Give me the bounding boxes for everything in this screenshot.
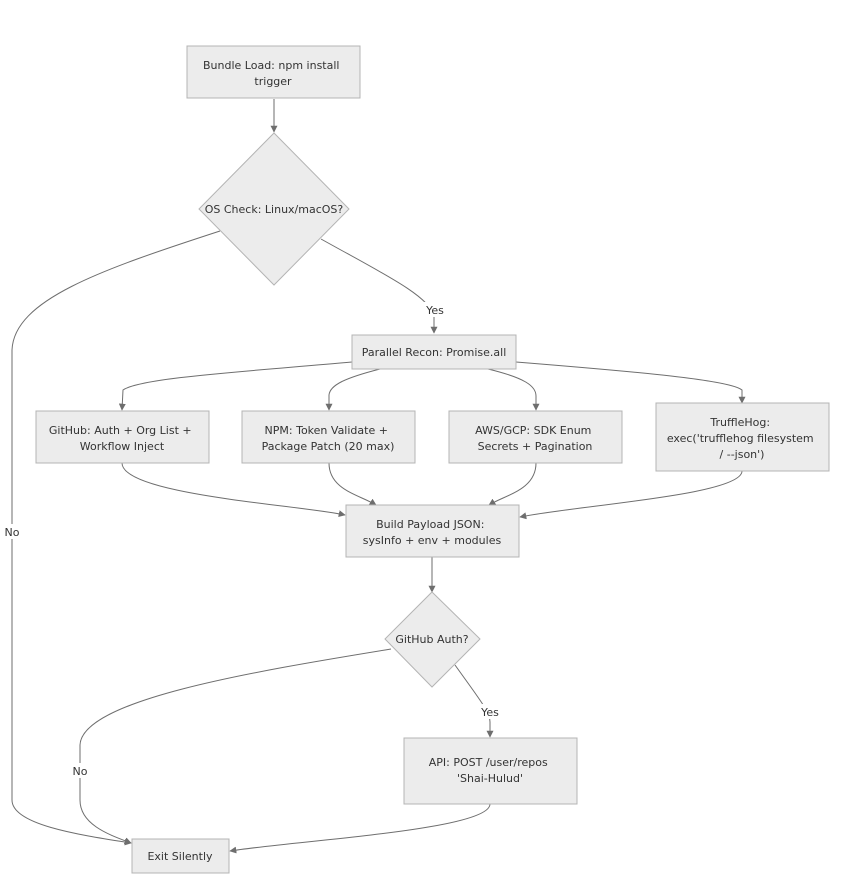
os-check-label: OS Check: Linux/macOS? [205,203,344,216]
node-api-post: API: POST /user/repos 'Shai-Hulud' [403,737,578,805]
node-npm: NPM: Token Validate + Package Patch (20 … [241,410,416,464]
svg-text:GitHub Auth?: GitHub Auth? [395,633,468,646]
svg-text:API: POST /user/repos 'S: API: POST /user/repos 'Shai-Hulud' [429,756,552,785]
bundle-load-line-1: Bundle Load: npm install [203,59,339,72]
edge-oscheck-to-recon [320,238,438,334]
node-github-auth: GitHub Auth? [384,591,481,688]
edge-recon-to-github [118,361,353,411]
aws-gcp-line-1: AWS/GCP: SDK Enum [475,424,591,437]
node-build-payload: Build Payload JSON: sysInfo + env + modu… [345,504,520,558]
edge-oscheck-to-exit [11,230,221,846]
edge-trufflehog-to-payload [519,470,743,520]
edge-label-os-no: No [3,524,21,539]
svg-text:GitHub: Auth + Org List +: GitHub: Auth + Org List + Workflow Injec… [49,424,195,453]
parallel-recon-label: Parallel Recon: Promise.all [362,346,507,359]
svg-text:Build Payload JSON: sysI: Build Payload JSON: sysInfo + env + modu… [363,518,502,547]
github-auth-label: GitHub Auth? [395,633,468,646]
node-github: GitHub: Auth + Org List + Workflow Injec… [35,410,210,464]
npm-line-1: NPM: Token Validate + [265,424,388,437]
edge-auth-to-api [454,664,494,738]
bundle-load-line-2: trigger [254,75,292,88]
edge-labels: Yes No Yes No [3,302,501,778]
svg-text:Parallel Recon: Promise.all: Parallel Recon: Promise.all [362,346,507,359]
github-line-2: Workflow Inject [80,440,165,453]
github-line-1: GitHub: Auth + Org List + [49,424,192,437]
edge-label-auth-no: No [71,763,89,778]
node-aws-gcp: AWS/GCP: SDK Enum Secrets + Pagination [448,410,623,464]
edges [11,99,746,854]
svg-text:Yes: Yes [480,706,499,719]
npm-line-2: Package Patch (20 max) [262,440,395,453]
trufflehog-line-2: exec('trufflehog filesystem [667,432,814,445]
svg-text:Yes: Yes [425,304,444,317]
trufflehog-line-1: TruffleHog: [709,416,770,429]
exit-silently-label: Exit Silently [147,850,213,863]
node-trufflehog: TruffleHog: exec('trufflehog filesystem … [655,402,830,472]
edge-recon-to-trufflehog [515,361,746,404]
svg-text:TruffleHog: exec('truffl: TruffleHog: exec('trufflehog filesystem … [667,416,817,461]
aws-gcp-line-2: Secrets + Pagination [478,440,593,453]
svg-text:AWS/GCP: SDK Enum Secret: AWS/GCP: SDK Enum Secrets + Pagination [475,424,595,453]
svg-text:NPM: Token Validate + Pa: NPM: Token Validate + Package Patch (20 … [262,424,395,453]
node-bundle-load: Bundle Load: npm install trigger [186,45,361,99]
node-os-check: OS Check: Linux/macOS? [198,132,350,286]
trufflehog-line-3: / --json') [720,448,765,461]
node-exit-silently: Exit Silently [131,838,230,874]
edge-npm-to-payload [328,462,377,506]
edge-auth-to-exit [79,648,392,845]
svg-text:OS Check: Linux/macOS?: OS Check: Linux/macOS? [205,203,344,216]
edge-label-auth-yes: Yes [479,704,501,719]
edge-github-to-payload [121,462,346,518]
svg-text:Exit Silently: Exit Silently [147,850,213,863]
edge-recon-to-aws [487,368,540,411]
edge-label-os-yes: Yes [424,302,446,317]
api-post-line-1: API: POST /user/repos [429,756,548,769]
node-parallel-recon: Parallel Recon: Promise.all [351,334,517,370]
build-payload-line-2: sysInfo + env + modules [363,534,502,547]
build-payload-line-1: Build Payload JSON: [376,518,484,531]
edge-recon-to-npm [325,368,381,411]
api-post-line-2: 'Shai-Hulud' [457,772,523,785]
edge-aws-to-payload [488,462,537,506]
svg-text:Bundle Load: npm install: Bundle Load: npm install trigger [203,59,343,88]
svg-text:No: No [73,765,88,778]
edge-api-to-exit [229,803,491,854]
svg-text:No: No [5,526,20,539]
